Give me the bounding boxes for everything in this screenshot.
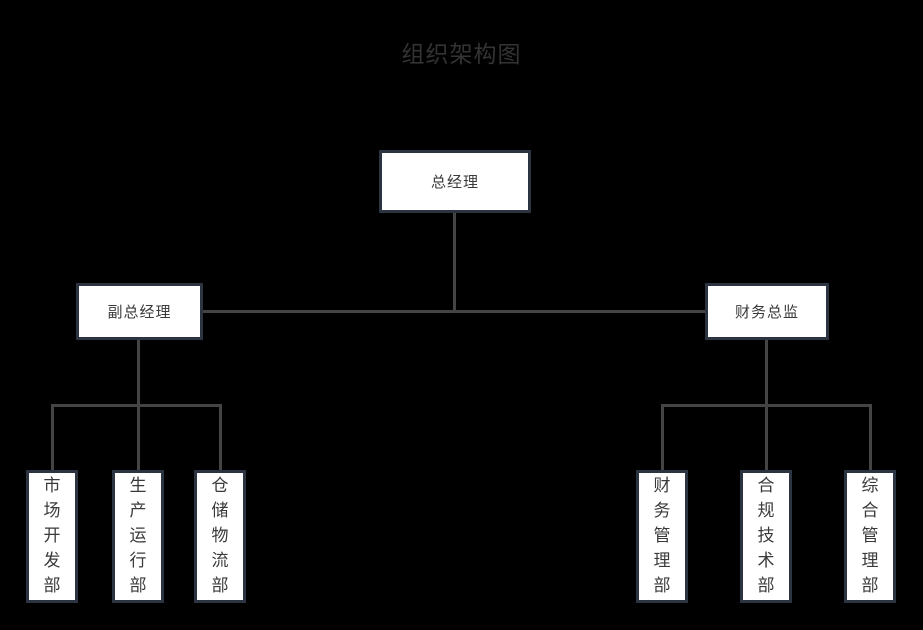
- connector-left-child-2: [137, 404, 140, 472]
- connector-left-parent-stem: [137, 339, 140, 407]
- node-warehouse-logistics-dept-label: 仓储物流部: [211, 476, 229, 596]
- connector-right-child-1: [661, 404, 664, 472]
- node-deputy-general-manager-label: 副总经理: [107, 302, 172, 321]
- node-finance-director-label: 财务总监: [734, 302, 799, 321]
- node-production-operations-dept[interactable]: 生产运行部: [112, 470, 164, 603]
- node-compliance-technology-dept-label: 合规技术部: [757, 476, 775, 596]
- connector-right-child-2: [765, 404, 768, 472]
- node-compliance-technology-dept[interactable]: 合规技术部: [740, 470, 792, 603]
- connector-right-child-3: [869, 404, 872, 472]
- page-title: 组织架构图: [401, 42, 522, 68]
- node-production-operations-dept-label: 生产运行部: [129, 476, 147, 596]
- node-finance-management-dept[interactable]: 财务管理部: [636, 470, 688, 603]
- node-general-administration-dept[interactable]: 综合管理部: [844, 470, 896, 603]
- connector-left-child-3: [219, 404, 222, 472]
- connector-level2-bus: [203, 310, 706, 313]
- node-general-manager[interactable]: 总经理: [379, 150, 531, 213]
- node-market-development-dept-label: 市场开发部: [43, 476, 61, 596]
- node-deputy-general-manager[interactable]: 副总经理: [76, 283, 203, 340]
- connector-left-child-1: [51, 404, 54, 472]
- node-finance-director[interactable]: 财务总监: [705, 283, 829, 340]
- node-general-administration-dept-label: 综合管理部: [861, 476, 879, 596]
- connector-root-stem: [453, 212, 456, 313]
- node-general-manager-label: 总经理: [430, 172, 479, 191]
- node-market-development-dept[interactable]: 市场开发部: [26, 470, 78, 603]
- connector-right-parent-stem: [765, 339, 768, 407]
- node-finance-management-dept-label: 财务管理部: [653, 476, 671, 596]
- node-warehouse-logistics-dept[interactable]: 仓储物流部: [194, 470, 246, 603]
- connector-left-bus: [51, 404, 221, 407]
